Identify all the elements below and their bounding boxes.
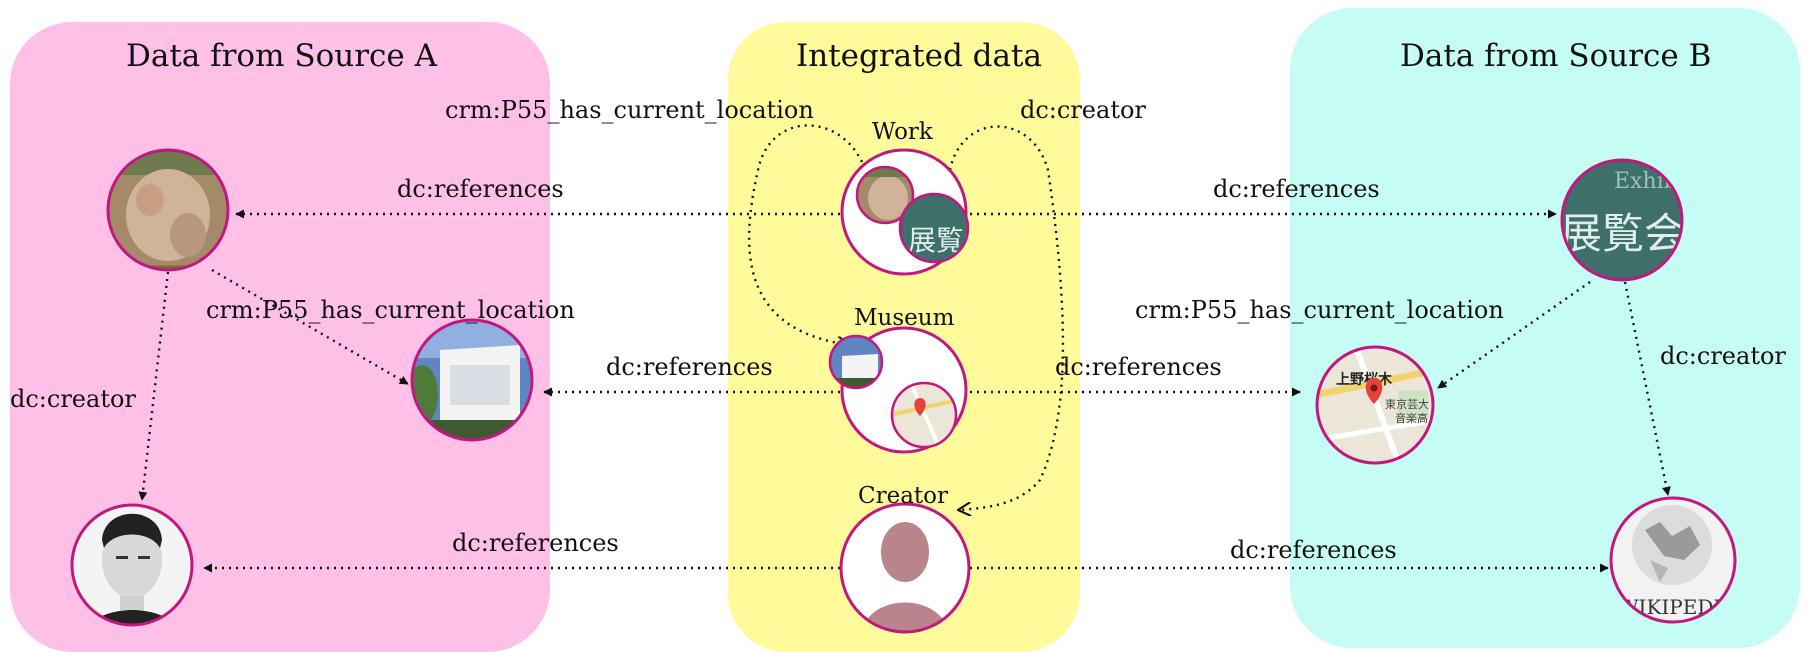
b-map-node[interactable]: 上野桜木 東京芸大 音楽高 bbox=[1315, 345, 1437, 467]
a-p55-label: crm:P55_has_current_location bbox=[206, 296, 575, 324]
a-person-node[interactable] bbox=[70, 503, 196, 640]
work-node-label: Work bbox=[872, 119, 934, 145]
b-creator-label: dc:creator bbox=[1660, 342, 1786, 370]
exhibition-english-text: Exhibition bbox=[1614, 169, 1728, 194]
a-creator-references-label: dc:references bbox=[452, 529, 619, 557]
top-creator-label: dc:creator bbox=[1020, 96, 1146, 124]
edge-work-creator-loop bbox=[948, 125, 1065, 511]
museum-node-label: Museum bbox=[854, 305, 955, 331]
a-work-references-label: dc:references bbox=[397, 175, 564, 203]
top-p55-label: crm:P55_has_current_location bbox=[445, 96, 814, 124]
edge-b-exhibit-wiki bbox=[1623, 281, 1671, 496]
edge-a-work-museum bbox=[211, 268, 409, 386]
a-artwork-node[interactable] bbox=[100, 145, 240, 275]
b-creator-references-label: dc:references bbox=[1230, 536, 1397, 564]
a-museum-node[interactable] bbox=[406, 318, 536, 444]
museum-map-pin-icon bbox=[914, 398, 926, 416]
map-hall-text: 音楽高 bbox=[1395, 411, 1428, 425]
map-place-name: 上野桜木 bbox=[1336, 371, 1393, 388]
b-work-references-label: dc:references bbox=[1213, 175, 1380, 203]
source-a-title: Data from Source A bbox=[126, 38, 437, 74]
b-museum-references-label: dc:references bbox=[1055, 353, 1222, 381]
edge-a-work-creator bbox=[138, 271, 170, 501]
integrated-museum-node[interactable] bbox=[828, 326, 968, 454]
exhibition-kanji-text: 展覧会 bbox=[1560, 209, 1686, 258]
source-b-title: Data from Source B bbox=[1400, 38, 1712, 74]
integrated-creator-node[interactable] bbox=[839, 502, 971, 640]
creator-node-label: Creator bbox=[858, 483, 948, 509]
edge-work-museum-loop bbox=[747, 124, 864, 345]
a-museum-references-label: dc:references bbox=[606, 353, 773, 381]
work-kanji-thumb: 展覧会 bbox=[908, 224, 992, 257]
map-university-text: 東京芸大 bbox=[1385, 397, 1429, 411]
b-p55-label: crm:P55_has_current_location bbox=[1135, 296, 1504, 324]
a-creator-label: dc:creator bbox=[10, 385, 136, 413]
integrated-work-node[interactable]: 展覧会 bbox=[840, 148, 992, 276]
person-silhouette-icon bbox=[881, 522, 929, 582]
integrated-data-title: Integrated data bbox=[796, 38, 1042, 74]
b-exhibition-node[interactable]: Exhibition 展覧会 bbox=[1560, 158, 1728, 284]
b-wikipedia-node[interactable]: WIKIPEDI bbox=[1609, 496, 1737, 624]
edge-b-exhibit-map bbox=[1437, 281, 1591, 389]
